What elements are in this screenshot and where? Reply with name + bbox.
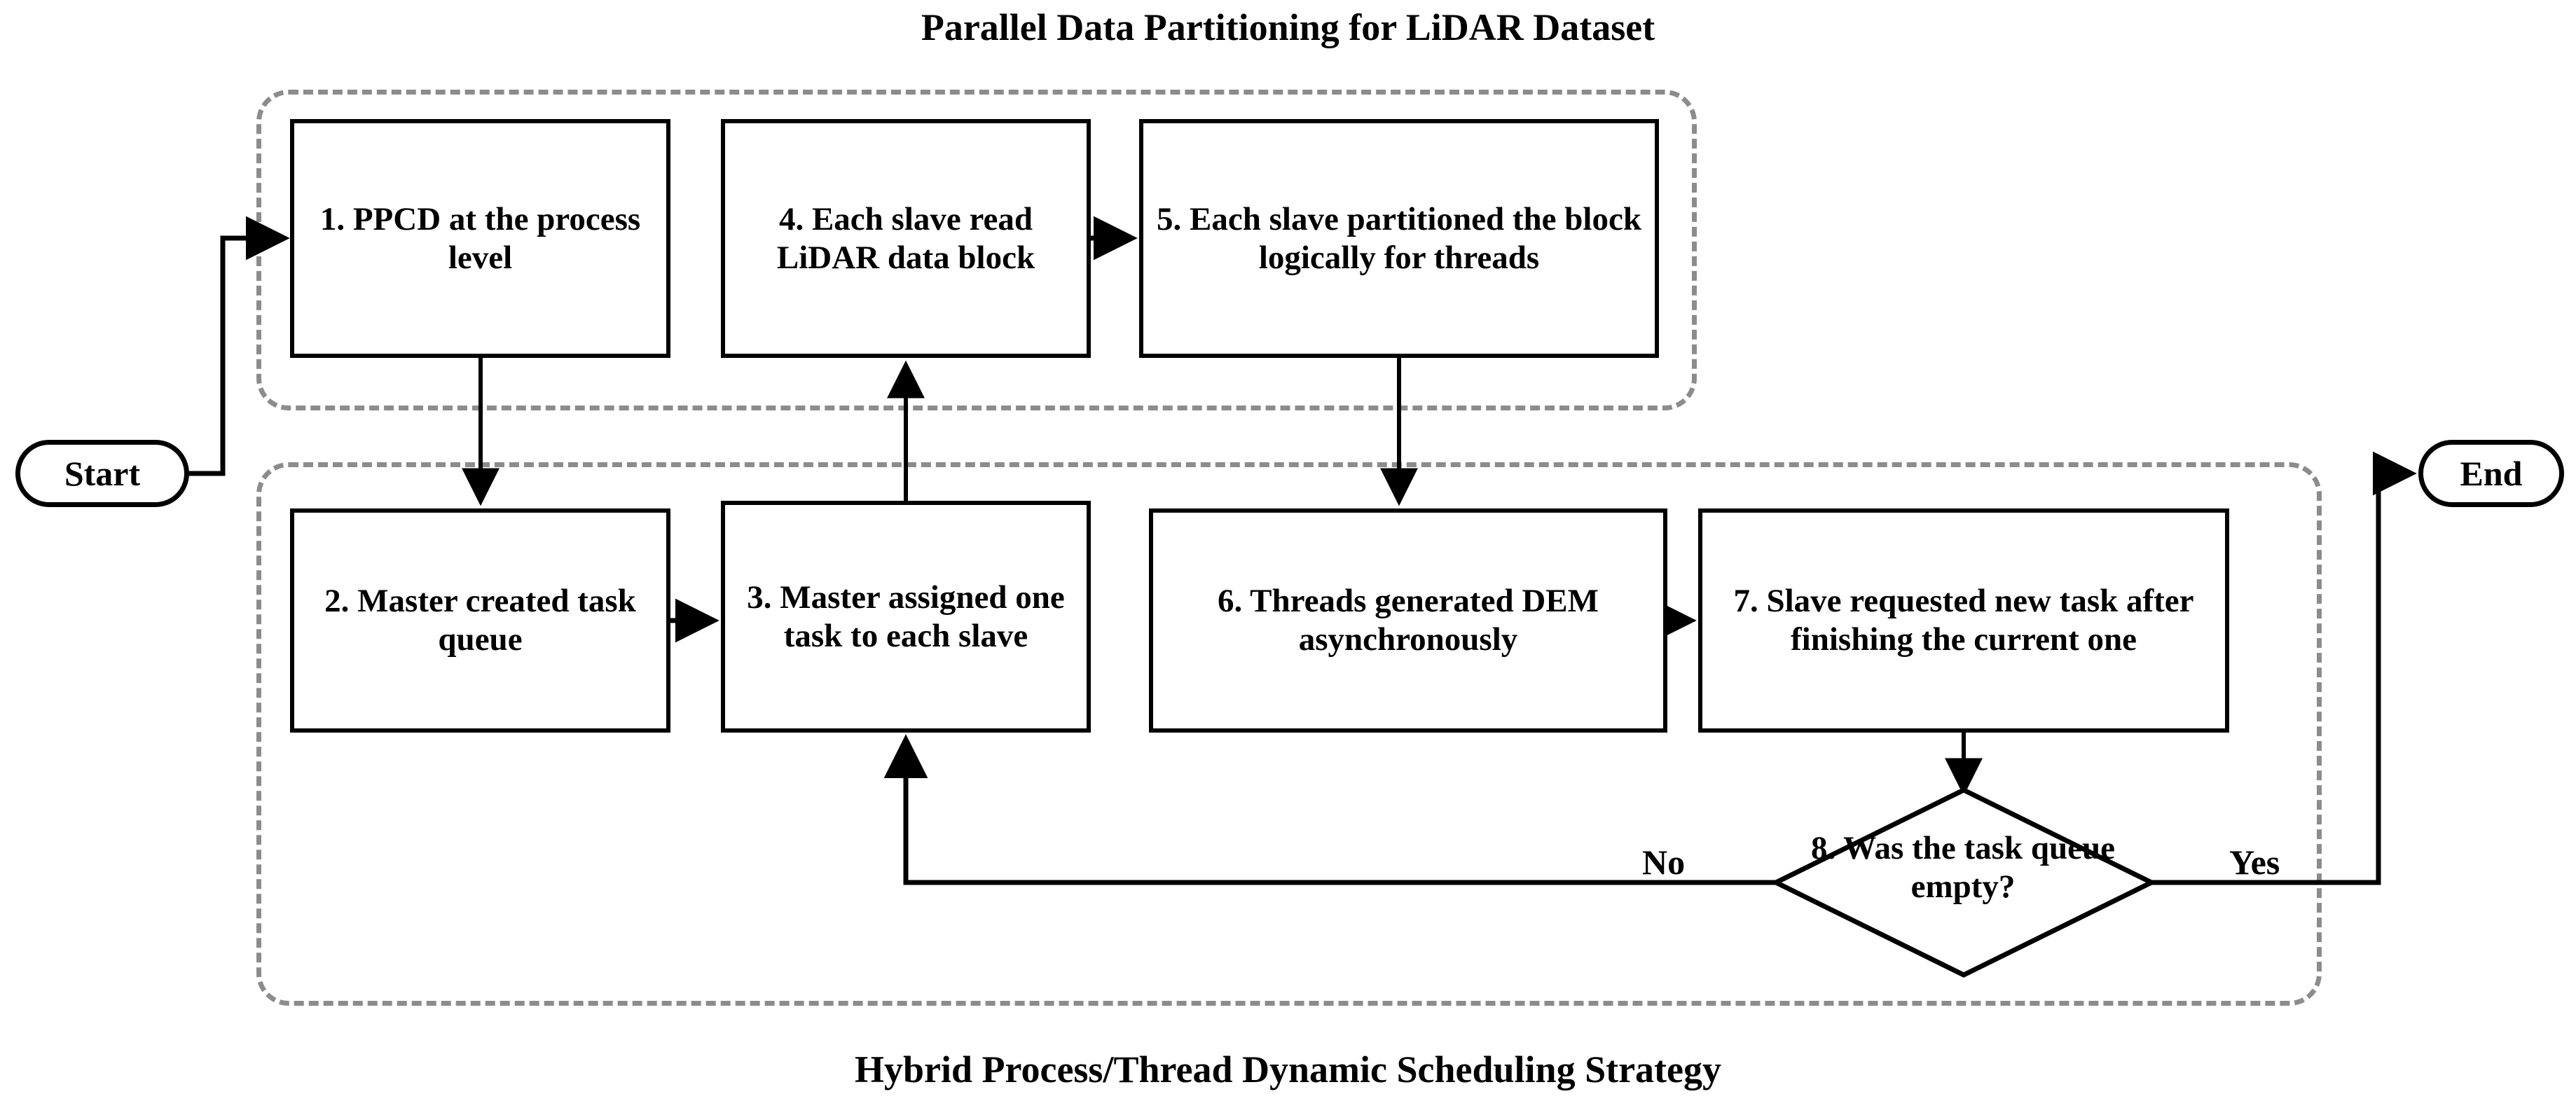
diagram-caption: Hybrid Process/Thread Dynamic Scheduling…: [854, 1048, 1722, 1090]
process-node-7[interactable]: 7. Slave requested new task after finish…: [1698, 508, 2229, 733]
process-node-5[interactable]: 5. Each slave partitioned the block logi…: [1139, 119, 1659, 358]
process-node-2-label: 2. Master created task queue: [324, 583, 636, 658]
process-node-2[interactable]: 2. Master created task queue: [290, 508, 670, 733]
process-node-3[interactable]: 3. Master assigned one task to each slav…: [721, 501, 1091, 733]
terminator-start-label: Start: [64, 454, 141, 493]
process-node-7-label: 7. Slave requested new task after finish…: [1733, 583, 2194, 658]
process-node-4-label: 4. Each slave read LiDAR data block: [776, 200, 1035, 276]
process-node-1-label: 1. PPCD at the process level: [319, 200, 641, 276]
terminator-start[interactable]: Start: [15, 440, 189, 507]
process-node-3-label: 3. Master assigned one task to each slav…: [747, 579, 1065, 654]
process-node-6[interactable]: 6. Threads generated DEM asynchronously: [1149, 508, 1667, 733]
process-node-5-label: 5. Each slave partitioned the block logi…: [1157, 200, 1641, 276]
terminator-end-label: End: [2460, 454, 2523, 493]
process-node-1[interactable]: 1. PPCD at the process level: [290, 119, 670, 358]
decision-node-8-label: 8. Was the task queue empty?: [1811, 830, 2115, 905]
process-node-4[interactable]: 4. Each slave read LiDAR data block: [721, 119, 1091, 358]
terminator-end[interactable]: End: [2418, 440, 2564, 507]
edge-label-yes: Yes: [2229, 843, 2280, 882]
process-node-6-label: 6. Threads generated DEM asynchronously: [1218, 583, 1599, 658]
edge-label-no: No: [1642, 843, 1686, 882]
diagram-title: Parallel Data Partitioning for LiDAR Dat…: [921, 6, 1655, 48]
